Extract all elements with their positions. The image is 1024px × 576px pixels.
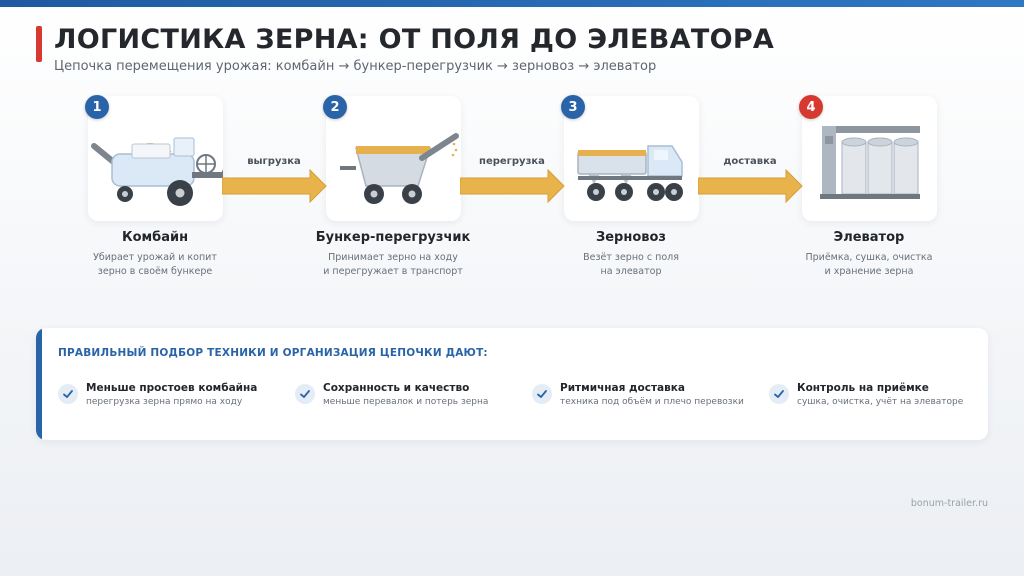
step-name: Зерновоз bbox=[596, 230, 666, 245]
grain-elevator-icon bbox=[820, 126, 920, 199]
title-accent-bar bbox=[36, 26, 42, 62]
step-description: Убирает урожай и копит зерно в своём бун… bbox=[93, 252, 217, 277]
benefit-item: Сохранность и качество меньше перевалок … bbox=[295, 382, 525, 412]
benefit-title: Меньше простоев комбайна bbox=[86, 382, 258, 394]
top-accent-bar bbox=[0, 0, 1024, 7]
step-number-badge: 1 bbox=[85, 95, 109, 119]
step-number-badge: 3 bbox=[561, 95, 585, 119]
benefit-text: сушка, очистка, учёт на элеваторе bbox=[797, 397, 964, 407]
benefits-panel-title: ПРАВИЛЬНЫЙ ПОДБОР ТЕХНИКИ И ОРГАНИЗАЦИЯ … bbox=[58, 347, 488, 359]
benefit-text: перегрузка зерна прямо на ходу bbox=[86, 397, 243, 407]
grain-cart-icon bbox=[340, 133, 459, 204]
step-card-elevator bbox=[802, 96, 937, 221]
benefit-title: Сохранность и качество bbox=[323, 382, 470, 394]
benefit-title: Контроль на приёмке bbox=[797, 382, 929, 394]
panel-accent-bar bbox=[36, 328, 42, 440]
page-title: ЛОГИСТИКА ЗЕРНА: ОТ ПОЛЯ ДО ЭЛЕВАТОРА bbox=[54, 24, 775, 55]
benefits-panel: ПРАВИЛЬНЫЙ ПОДБОР ТЕХНИКИ И ОРГАНИЗАЦИЯ … bbox=[36, 328, 988, 440]
transition-label-unload: выгрузка bbox=[247, 156, 301, 167]
arrow-right-icon bbox=[460, 168, 565, 204]
combine-harvester-icon bbox=[91, 137, 223, 206]
check-icon bbox=[769, 384, 789, 404]
check-icon bbox=[295, 384, 315, 404]
arrow-right-icon bbox=[698, 168, 803, 204]
check-icon bbox=[58, 384, 78, 404]
page-subtitle: Цепочка перемещения урожая: комбайн → бу… bbox=[54, 59, 657, 74]
step-number-badge: 4 bbox=[799, 95, 823, 119]
footer-site-url[interactable]: bonum-trailer.ru bbox=[910, 498, 988, 509]
benefit-title: Ритмичная доставка bbox=[560, 382, 685, 394]
check-icon bbox=[532, 384, 552, 404]
benefit-text: меньше перевалок и потерь зерна bbox=[323, 397, 489, 407]
benefit-item: Контроль на приёмке сушка, очистка, учёт… bbox=[769, 382, 988, 412]
grain-truck-icon bbox=[577, 145, 683, 201]
step-description: Приёмка, сушка, очистка и хранение зерна bbox=[805, 252, 933, 277]
step-name: Элеватор bbox=[833, 230, 905, 245]
step-description: Принимает зерно на ходу и перегружает в … bbox=[323, 252, 463, 277]
step-card-grain-cart bbox=[326, 96, 461, 221]
step-card-grain-truck bbox=[564, 96, 699, 221]
benefit-text: техника под объём и плечо перевозки bbox=[560, 397, 744, 407]
step-name: Бункер-перегрузчик bbox=[315, 230, 471, 245]
step-card-combine bbox=[88, 96, 223, 221]
transition-label-transfer: перегрузка bbox=[479, 156, 545, 167]
step-number-badge: 2 bbox=[323, 95, 347, 119]
transition-label-delivery: доставка bbox=[723, 156, 777, 167]
step-name: Комбайн bbox=[121, 230, 189, 245]
benefit-item: Меньше простоев комбайна перегрузка зерн… bbox=[58, 382, 288, 412]
step-description: Везёт зерно с поля на элеватор bbox=[583, 252, 679, 277]
arrow-right-icon bbox=[222, 168, 327, 204]
benefit-item: Ритмичная доставка техника под объём и п… bbox=[532, 382, 762, 412]
